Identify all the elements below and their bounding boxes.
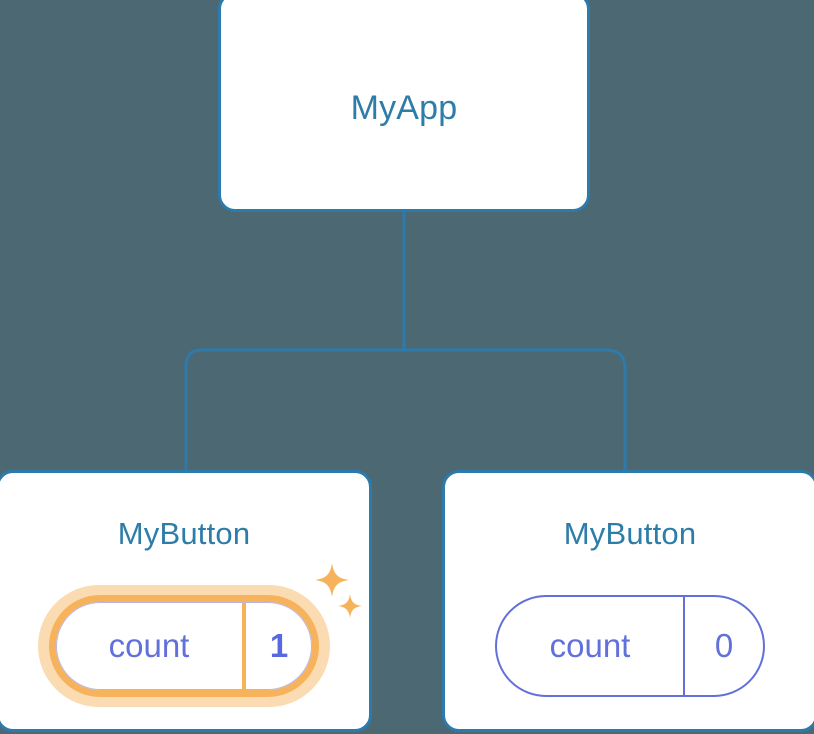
node-mybutton-2[interactable]: MyButton count 0 <box>442 470 814 732</box>
state-pill-1[interactable]: count 1 <box>49 595 319 697</box>
state-pill-container-2: count 0 <box>445 585 814 705</box>
state-value-1: 1 <box>242 602 312 690</box>
state-key-1: count <box>108 627 190 664</box>
state-key-2: count <box>549 627 631 664</box>
node-myapp[interactable]: MyApp <box>218 0 590 212</box>
state-pill-2[interactable]: count 0 <box>495 595 765 697</box>
connector-branch-bus <box>184 348 627 470</box>
node-myapp-label: MyApp <box>350 89 458 127</box>
node-mybutton-2-label: MyButton <box>563 516 697 551</box>
node-mybutton-1[interactable]: MyButton count 1 <box>0 470 372 732</box>
state-pill-container-1: count 1 <box>0 585 369 707</box>
sparkle-icon <box>338 594 362 618</box>
sparkle-icon <box>315 563 349 597</box>
node-mybutton-1-label: MyButton <box>117 516 251 551</box>
state-value-2: 0 <box>683 597 763 695</box>
